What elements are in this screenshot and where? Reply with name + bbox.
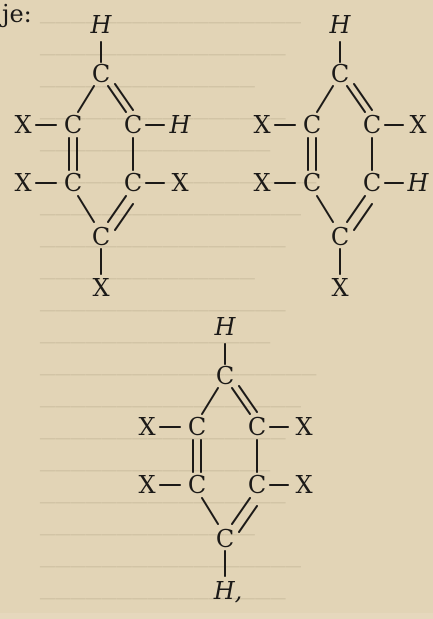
substituent-upper-right: X	[409, 111, 427, 139]
substituent-upper-right: H	[169, 111, 191, 139]
substituent-upper-left: X	[14, 111, 32, 139]
atom-c-upper-right: C	[247, 413, 267, 441]
substituent-bottom: X	[92, 274, 110, 302]
substituent-lower-right: X	[295, 471, 313, 499]
substituent-lower-left: X	[14, 169, 32, 197]
atom-c-upper-left: C	[63, 111, 83, 139]
intro-text: je:	[2, 0, 32, 28]
substituent-upper-right: X	[295, 413, 313, 441]
atom-h-top: H	[214, 313, 236, 341]
atom-c-top: C	[330, 60, 350, 88]
substituent-upper-left: X	[253, 111, 271, 139]
atom-c-lower-right: C	[123, 169, 143, 197]
structure-2-bonds	[274, 41, 404, 275]
structure-3-bonds	[159, 343, 289, 577]
atom-h-top: H	[90, 11, 112, 39]
atom-c-upper-left: C	[187, 413, 207, 441]
substituent-lower-left: X	[138, 471, 156, 499]
atom-c-lower-left: C	[63, 169, 83, 197]
substituent-upper-left: X	[138, 413, 156, 441]
atom-c-top: C	[91, 60, 111, 88]
atom-c-bottom: C	[215, 525, 235, 553]
substituent-lower-right: X	[171, 169, 189, 197]
substituent-lower-left: X	[253, 169, 271, 197]
atom-c-lower-left: C	[187, 471, 207, 499]
atom-c-upper-right: C	[123, 111, 143, 139]
atom-c-upper-left: C	[302, 111, 322, 139]
atom-c-bottom: C	[330, 223, 350, 251]
atom-c-top: C	[215, 362, 235, 390]
atom-c-bottom: C	[91, 223, 111, 251]
substituent-lower-right: H	[407, 169, 429, 197]
substituent-bottom: H,	[213, 577, 243, 605]
atom-c-lower-right: C	[362, 169, 382, 197]
atom-c-lower-right: C	[247, 471, 267, 499]
atom-c-lower-left: C	[302, 169, 322, 197]
structure-1-bonds	[35, 41, 165, 275]
substituent-bottom: X	[331, 274, 349, 302]
atom-h-top: H	[329, 11, 351, 39]
atom-c-upper-right: C	[362, 111, 382, 139]
